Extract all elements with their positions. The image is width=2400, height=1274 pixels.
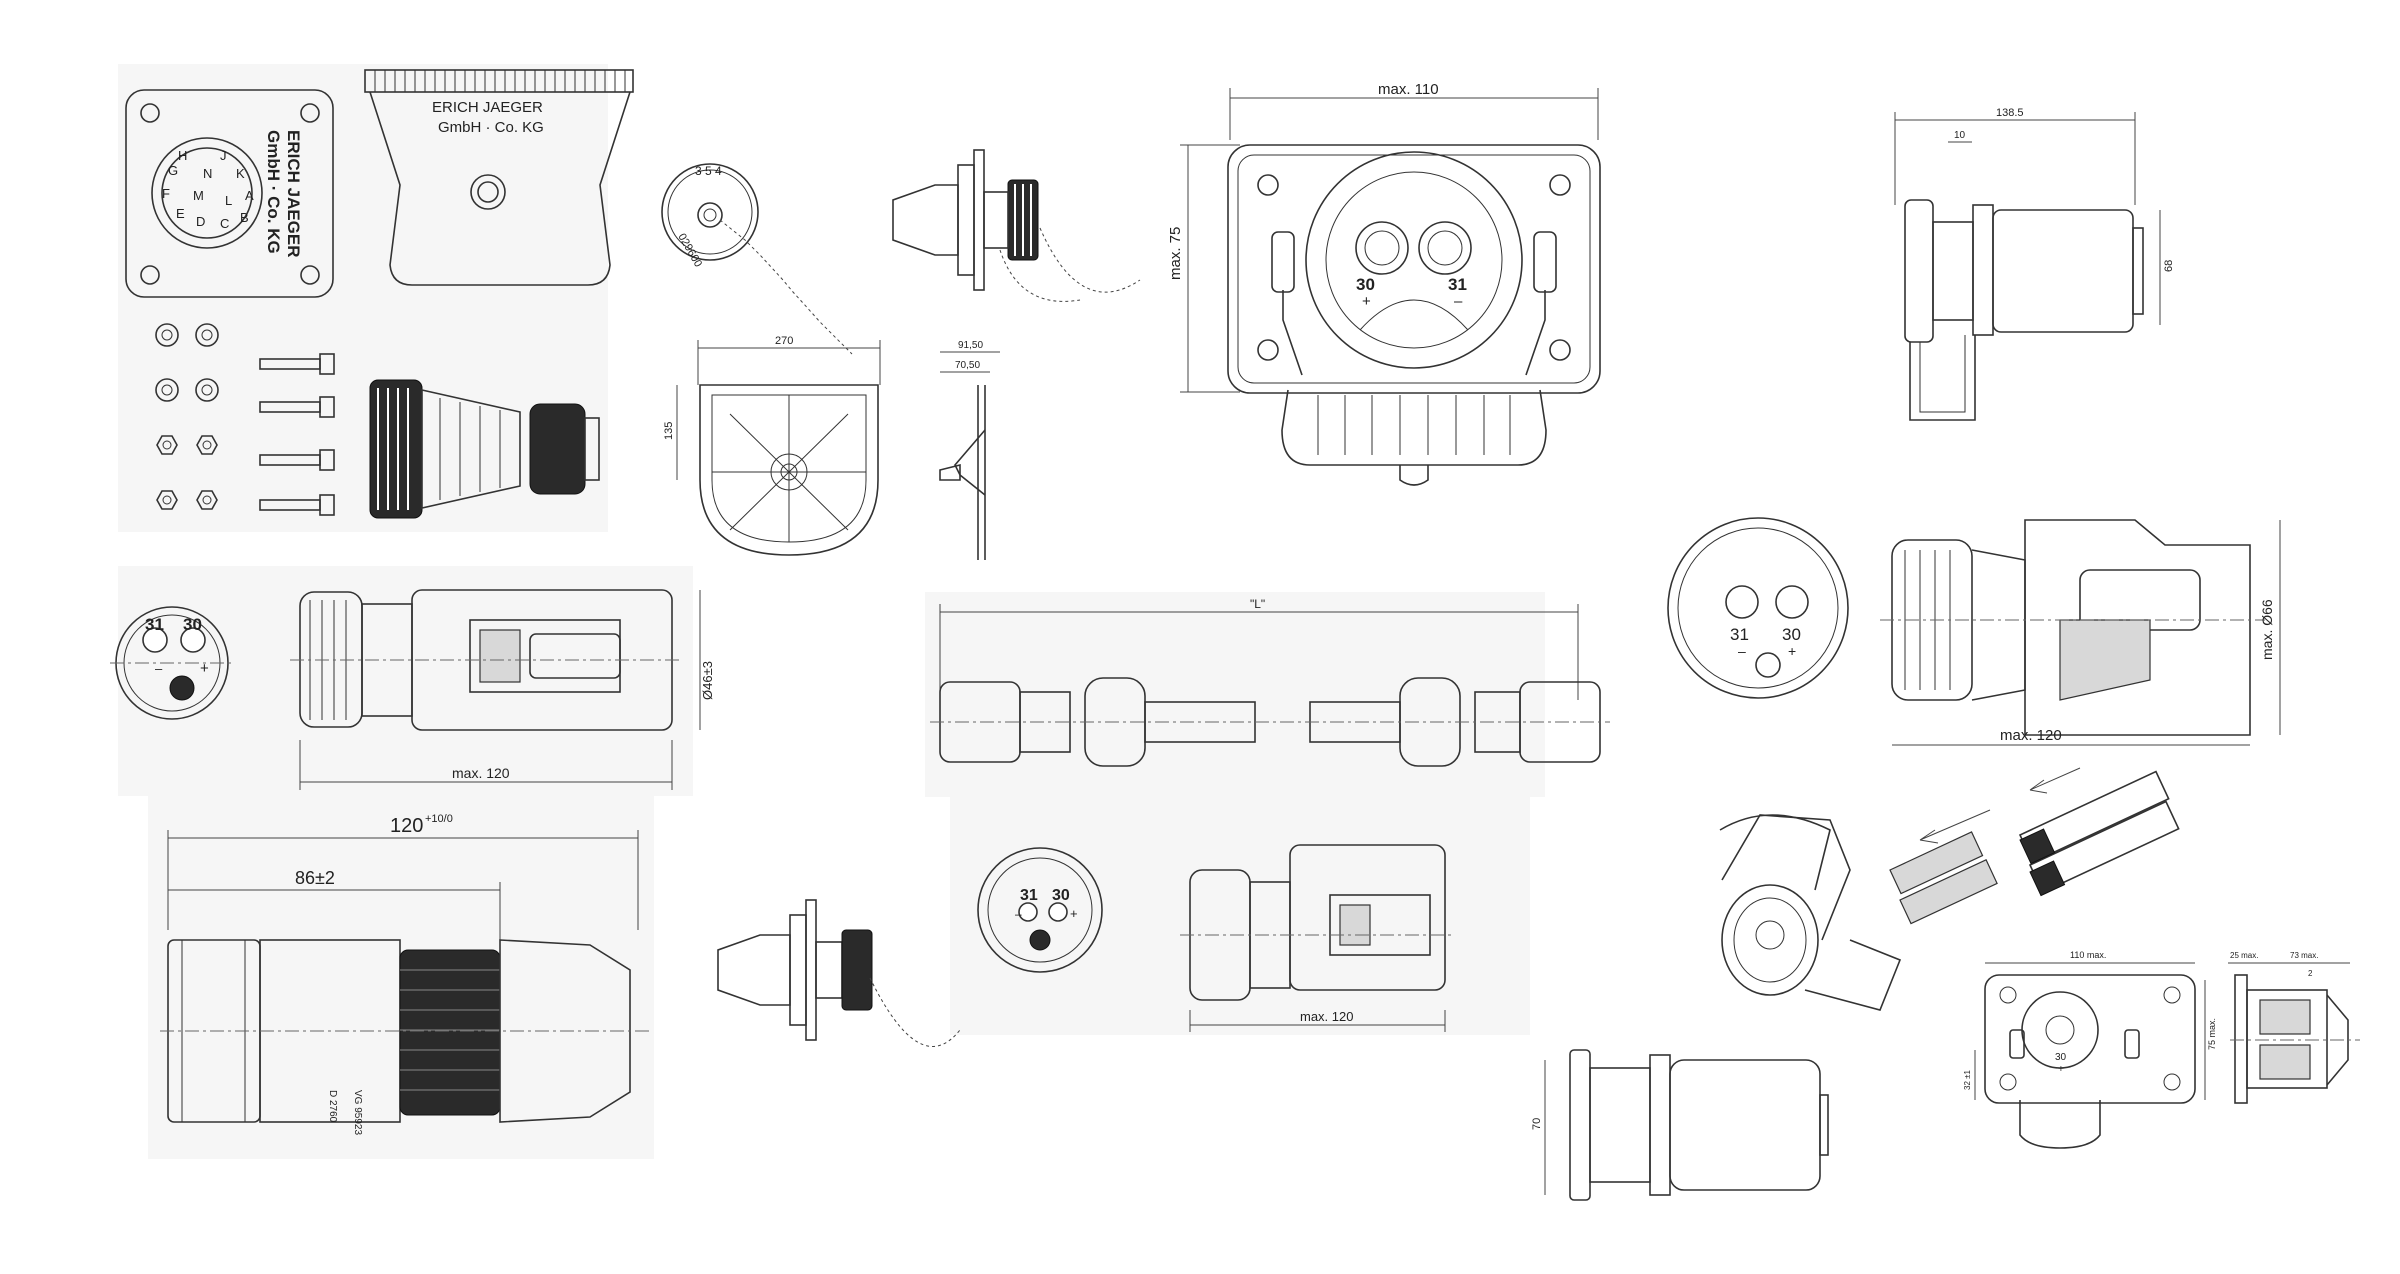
cap-code: 3 5 4 xyxy=(695,164,722,178)
socket-exploded-isometric xyxy=(1719,767,2180,1011)
cap-side-view xyxy=(892,149,1141,302)
housing-rear-view: ERICH JAEGER GmbH · Co. KG xyxy=(364,69,634,286)
plug-side-view-left: Ø46±3 max. 120 xyxy=(290,589,715,790)
plug-pin-30-sign: + xyxy=(200,660,209,677)
pin-letter: D xyxy=(196,214,205,229)
pin-letter: G xyxy=(168,163,178,178)
flange-brand-line2: GmbH · Co. KG xyxy=(264,130,283,254)
mounting-plate-width: 270 xyxy=(775,335,793,347)
detail-width: 110 max. xyxy=(2070,950,2106,960)
pin-letter: M xyxy=(193,188,204,203)
cap-plate-front-view: 3 5 4 029600 xyxy=(661,163,853,355)
detail-pin: 30 xyxy=(2055,1052,2067,1063)
plug-mid-sign-right: + xyxy=(1070,906,1078,921)
plug-right-length: max. 120 xyxy=(2000,727,2062,744)
connector-side-view-right: 138.5 10 68 xyxy=(1894,107,2175,421)
bolts xyxy=(259,353,335,516)
profile-dim-b: 70,50 xyxy=(955,360,980,371)
detail-dim-b: 73 max. xyxy=(2290,951,2318,960)
plug-front-view-left: 31 30 – + xyxy=(110,606,235,720)
pin-letter-labels: H J K G N A F M L B E D C xyxy=(162,148,254,231)
plug-pin-30: 30 xyxy=(183,615,202,634)
plug-mid-pin-31: 31 xyxy=(1020,887,1038,904)
cable-length-dim: "L" xyxy=(1250,597,1265,611)
plug-mid-pin-30: 30 xyxy=(1052,887,1070,904)
plug-right-pin-30: 30 xyxy=(1782,625,1801,644)
housing-brand-line1: ERICH JAEGER xyxy=(432,99,543,116)
plug-front-view-mid: 31 30 – + xyxy=(977,847,1103,973)
detail-pin-sign: + xyxy=(2058,1064,2064,1075)
coupler-side-view: 120 +10/0 86±2 VG 95923 D 2760 xyxy=(160,813,650,1135)
socket-detail-drawing: 110 max. 75 max. 30 + 32 ±1 25 max. 73 m… xyxy=(1963,950,2360,1149)
plug-right-sign-left: – xyxy=(1738,643,1746,659)
detail-dim-a: 25 max. xyxy=(2230,951,2258,960)
coupler-length2: 86±2 xyxy=(295,868,335,888)
pin-letter: C xyxy=(220,216,229,231)
plug-pin-31-sign: – xyxy=(155,661,163,676)
plug-side-view-mid: max. 120 xyxy=(1180,844,1455,1032)
cap-model: 029600 xyxy=(675,232,704,270)
flange-brand-line1: ERICH JAEGER xyxy=(284,130,303,258)
cap-side-view-lower xyxy=(717,899,961,1047)
socket-width-dim: max. 110 xyxy=(1378,81,1439,98)
pin-letter: A xyxy=(245,188,254,203)
plug-right-sign-right: + xyxy=(1788,643,1796,659)
socket-pin-31-sign: – xyxy=(1454,293,1463,310)
plug-right-diameter: max. Ø66 xyxy=(2259,599,2275,660)
main-socket-front-view: max. 110 max. 75 30 + 31 – xyxy=(1167,81,1601,486)
housing-brand-line2: GmbH · Co. KG xyxy=(438,119,544,136)
detail-dim-c: 2 xyxy=(2308,969,2313,978)
pin-letter: E xyxy=(176,206,185,221)
plug-pin-31: 31 xyxy=(145,615,164,634)
adapter-side-view: 70 xyxy=(1531,1049,1829,1201)
detail-height: 75 max. xyxy=(2207,1018,2217,1050)
pin-letter: K xyxy=(236,166,245,181)
adapter-dim: 70 xyxy=(1531,1118,1543,1130)
plug-mid-length: max. 120 xyxy=(1300,1009,1353,1024)
side-profile-drawing: 91,50 70,50 xyxy=(939,340,1000,560)
pin-letter: L xyxy=(225,193,232,208)
socket-height-dim: max. 75 xyxy=(1167,227,1184,280)
plug-right-pin-31: 31 xyxy=(1730,625,1749,644)
detail-dim-d: 32 ±1 xyxy=(1963,1069,1972,1090)
coupler-mark-b: D 2760 xyxy=(327,1090,338,1123)
profile-dim-a: 91,50 xyxy=(958,340,983,351)
plug-mid-sign-left: – xyxy=(1015,907,1022,921)
socket-pin-30: 30 xyxy=(1356,275,1375,294)
plug-length-dim: max. 120 xyxy=(452,765,510,781)
pin-letter: B xyxy=(240,210,249,225)
parts-kit xyxy=(155,323,600,519)
plug-diameter-dim: Ø46±3 xyxy=(700,661,715,700)
socket-pin-31: 31 xyxy=(1448,275,1467,294)
plug-side-view-right: max. Ø66 max. 120 xyxy=(1880,519,2281,746)
coupler-mark-a: VG 95923 xyxy=(352,1090,363,1135)
coupler-tolerance: +10/0 xyxy=(425,813,453,825)
side-dim-total: 138.5 xyxy=(1996,107,2024,119)
socket-pin-30-sign: + xyxy=(1362,293,1371,310)
hex-nuts xyxy=(156,435,218,510)
pin-letter: F xyxy=(162,186,170,201)
pin-letter: H xyxy=(178,148,187,163)
mounting-plate-drawing: 270 135 xyxy=(663,335,881,556)
cable-plug-exploded xyxy=(369,379,600,519)
plug-front-view-right: 31 30 – + xyxy=(1667,517,1849,699)
side-dim-small: 10 xyxy=(1954,130,1966,141)
pin-letter: J xyxy=(220,148,227,163)
flange-socket-front-view: H J K G N A F M L B E D C ERICH JAEGER G… xyxy=(125,89,334,298)
side-dim-height: 68 xyxy=(2163,260,2175,272)
mounting-plate-height: 135 xyxy=(663,422,675,440)
cable-assembly-drawing: "L" xyxy=(930,597,1610,767)
spring-washers xyxy=(155,323,219,402)
coupler-length: 120 xyxy=(390,815,423,837)
pin-letter: N xyxy=(203,166,212,181)
